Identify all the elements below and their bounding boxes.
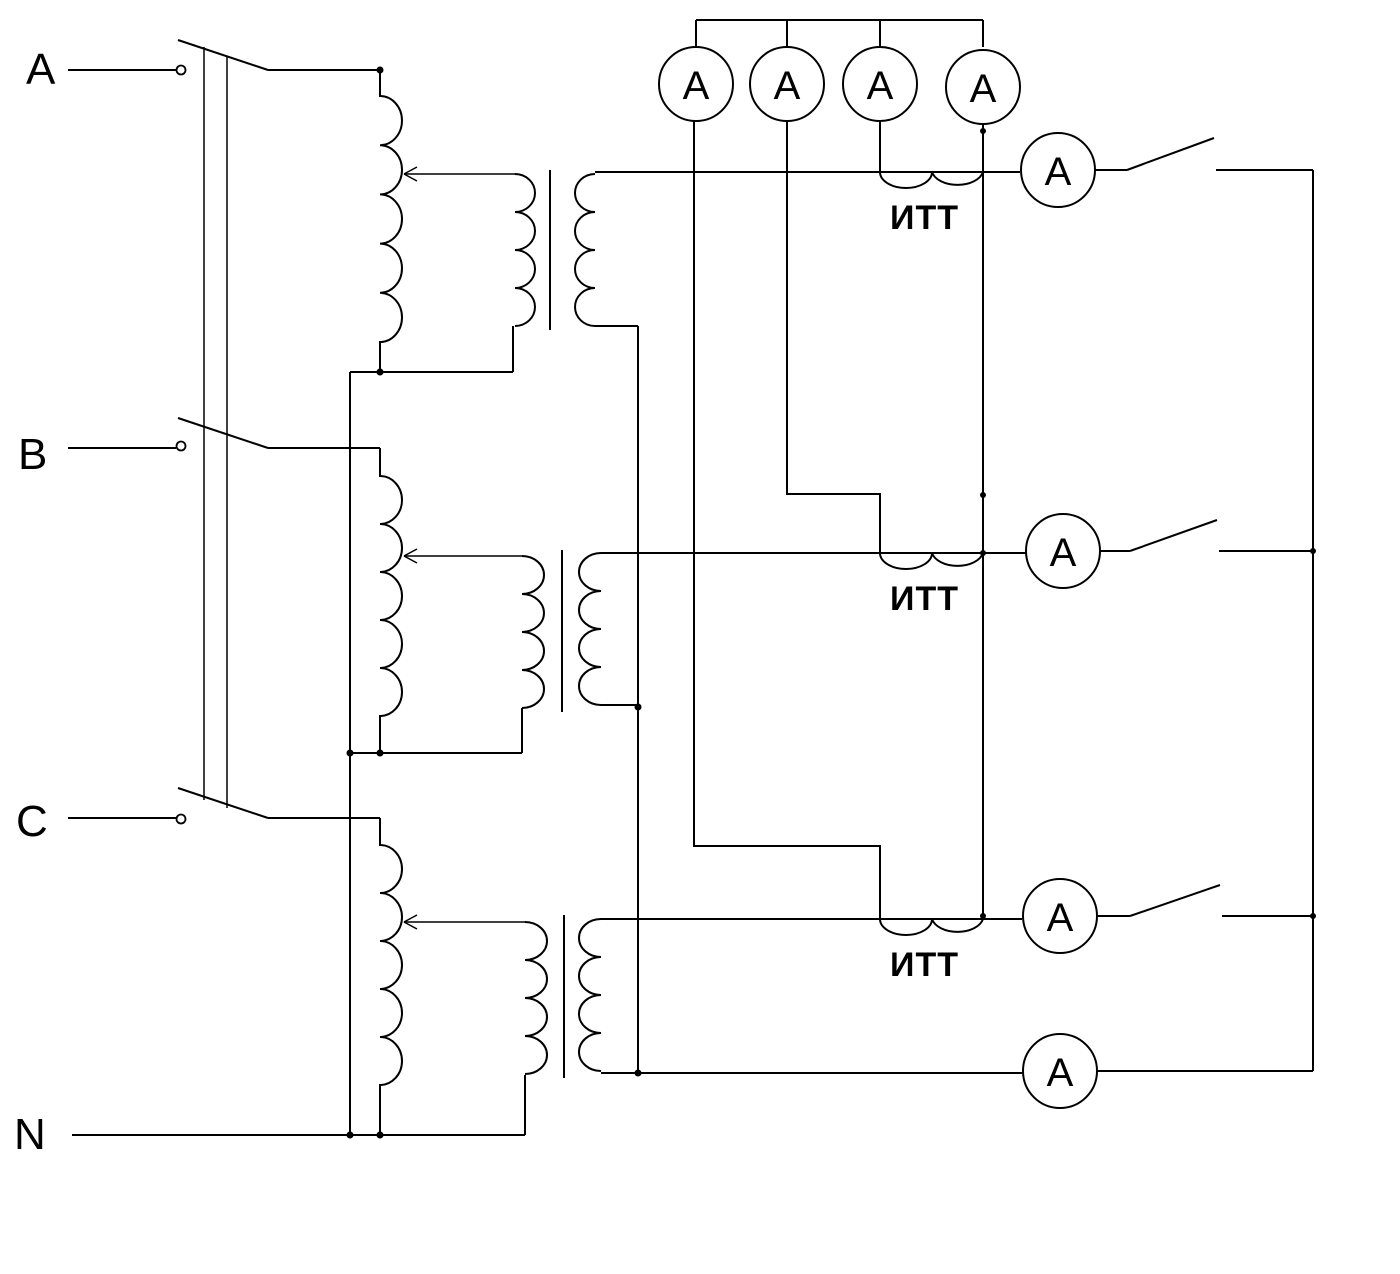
ammeter-symbol: A [774, 64, 801, 108]
ammeter-top-3: A [842, 46, 918, 122]
meter-wiring [693, 19, 986, 919]
ammeter-phase-b: A [1025, 513, 1101, 589]
phase-a-label: A [26, 45, 56, 94]
itt-b [879, 552, 984, 570]
ammeter-symbol: A [867, 64, 894, 108]
ammeter-symbol: A [1047, 1051, 1074, 1095]
ammeter-symbol: A [1047, 896, 1074, 940]
neutral-label: N [14, 1110, 46, 1159]
transformer-c [524, 915, 1022, 1078]
ammeter-symbol: A [683, 64, 710, 108]
transformer-a [514, 170, 638, 330]
three-pole-switch [175, 39, 380, 825]
itt-a [879, 120, 984, 189]
ammeter-symbol: A [1050, 531, 1077, 575]
ammeter-symbol: A [970, 67, 997, 111]
transformer-b [521, 550, 638, 712]
ammeter-phase-a: A [1020, 132, 1096, 208]
itt-b-label: ИТТ [890, 580, 959, 618]
itt-a-label: ИТТ [890, 199, 959, 237]
itt-c [879, 918, 984, 936]
ammeter-neutral: A [1022, 1033, 1098, 1109]
phase-b-label: B [18, 430, 47, 479]
itt-c-label: ИТТ [890, 946, 959, 984]
ammeter-phase-c: A [1022, 878, 1098, 954]
input-leads [68, 69, 525, 1136]
load-switches [1095, 137, 1316, 1072]
autotransformer-b [379, 448, 522, 753]
phase-c-label: C [16, 797, 48, 846]
ammeter-top-1: A [658, 46, 734, 122]
autotransformer-a [376, 66, 515, 372]
ammeter-top-4: A [945, 49, 1021, 125]
secondary-return-bus [634, 326, 642, 1077]
autotransformer-c [379, 818, 525, 1135]
ammeter-top-2: A [749, 46, 825, 122]
output-lines [595, 171, 1026, 920]
ammeter-symbol: A [1045, 150, 1072, 194]
